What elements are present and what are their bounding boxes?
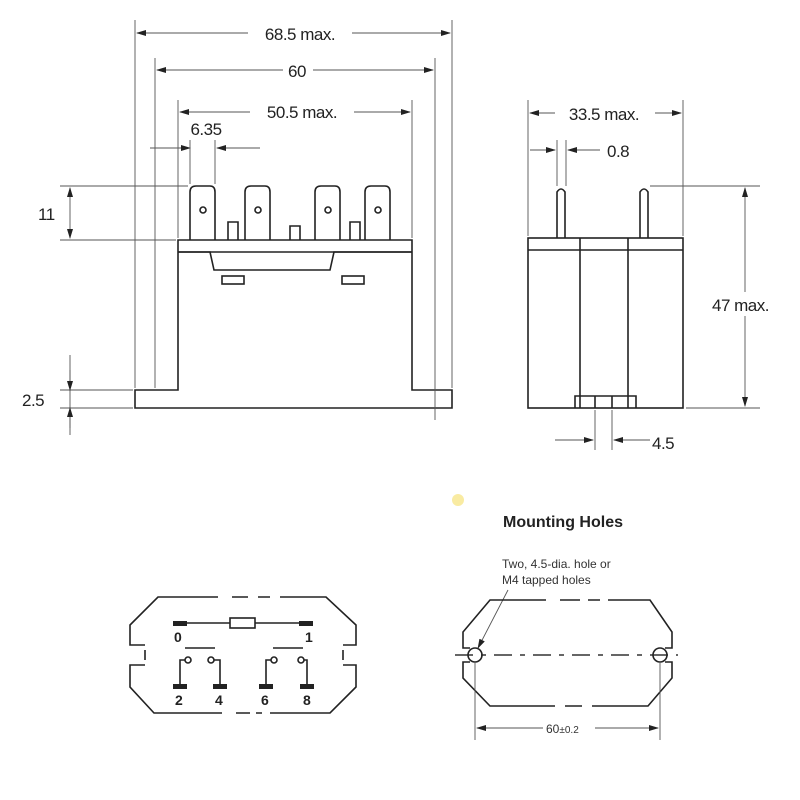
dim-mount-pitch: 60 [288,62,306,81]
dim-height: 47 max. [712,296,769,315]
pin-label-1: 1 [305,629,313,645]
terminal-arrangement: 0 1 2 4 6 8 [129,596,357,714]
terminals [189,185,391,240]
mounting-note-line2: M4 tapped holes [502,573,591,587]
mounting-note-line1: Two, 4.5-dia. hole or [502,557,611,571]
dim-body-width: 50.5 max. [267,103,337,122]
dim-depth: 33.5 max. [569,105,639,124]
pin-label-4: 4 [215,692,223,708]
pin-label-6: 6 [261,692,269,708]
mounting-holes-view: Mounting Holes Two, 4.5-dia. hole or M4 … [455,514,678,740]
dim-terminal-height: 11 [38,205,55,224]
front-view: 68.5 max. 60 50.5 max. 6.35 11 2.5 [22,20,453,435]
pin-label-8: 8 [303,692,311,708]
artifact-dot [452,494,464,506]
dim-overall-width: 68.5 max. [265,25,335,44]
side-view: 33.5 max. 0.8 47 max. 4.5 [527,100,792,453]
dim-terminal-thickness: 0.8 [607,142,629,161]
pin-label-0: 0 [174,629,182,645]
mounting-holes-title: Mounting Holes [503,514,623,531]
dim-terminal-pitch: 6.35 [190,120,221,139]
dim-hole-pitch: 60±0.2 [546,722,579,736]
pin-label-2: 2 [175,692,183,708]
dim-base-thickness: 2.5 [22,391,44,410]
dim-slot-width: 4.5 [652,434,674,453]
